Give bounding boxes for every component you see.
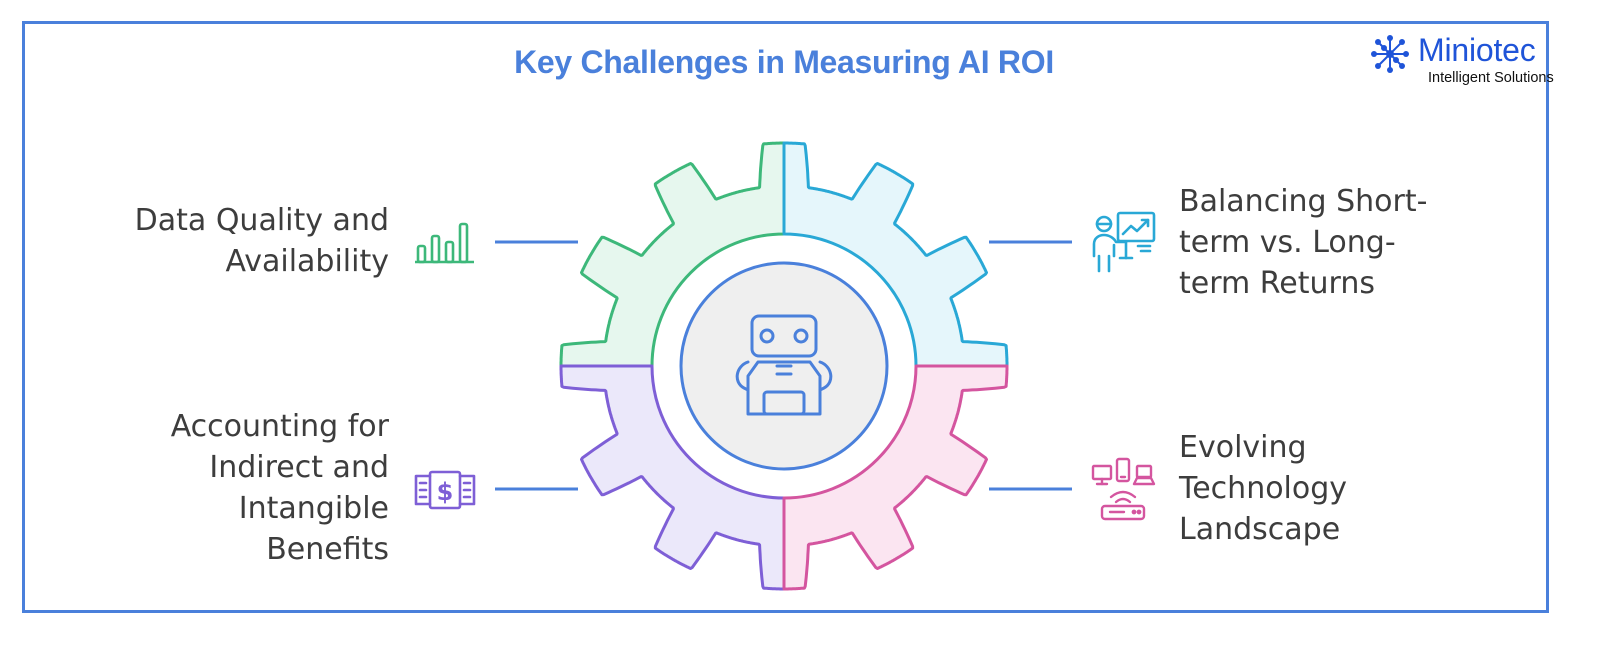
- challenge-line: Availability: [225, 244, 389, 279]
- gear-segment-indirect-benefits: [559, 364, 786, 591]
- challenge-line: Landscape: [1179, 512, 1341, 547]
- money-stack-icon: $: [414, 470, 476, 510]
- bar-chart-icon: [415, 222, 474, 264]
- challenge-label-data-quality: Data Quality and Availability: [135, 200, 389, 282]
- logo-node: [1403, 51, 1409, 57]
- logo-node: [1381, 45, 1387, 51]
- page-title: Key Challenges in Measuring AI ROI: [514, 44, 1054, 80]
- logo-node: [1393, 57, 1399, 63]
- presenter-chart-icon: [1092, 211, 1156, 273]
- challenge-line: Accounting for: [170, 409, 389, 444]
- robot-icon: [735, 314, 833, 416]
- challenge-label-indirect-benefits: Accounting for Indirect and Intangible B…: [171, 406, 389, 570]
- logo-tagline: Intelligent Solutions: [1428, 70, 1554, 86]
- challenge-line: Evolving: [1179, 430, 1307, 465]
- logo-node: [1386, 50, 1394, 58]
- logo-network-icon: [1371, 35, 1409, 73]
- challenge-line: term vs. Long-: [1179, 225, 1396, 260]
- diagram-frame: [22, 21, 1549, 613]
- logo-node: [1387, 67, 1393, 73]
- challenge-label-evolving-technology: Evolving Technology Landscape: [1179, 427, 1347, 550]
- challenge-line: Indirect and: [209, 450, 389, 485]
- gear-segment-data-quality: [559, 141, 786, 368]
- logo-node: [1399, 39, 1405, 45]
- logo-node: [1387, 35, 1393, 41]
- logo-name: Miniotec: [1418, 32, 1536, 68]
- gear-segment-evolving-technology: [782, 364, 1009, 591]
- logo: Miniotec Intelligent Solutions: [1370, 30, 1570, 90]
- challenge-line: Data Quality and: [134, 203, 389, 238]
- devices-network-icon: [1091, 457, 1156, 521]
- svg-text:$: $: [437, 478, 454, 506]
- challenge-label-balancing-returns: Balancing Short- term vs. Long- term Ret…: [1179, 181, 1427, 304]
- logo-node: [1399, 63, 1405, 69]
- logo-node: [1375, 63, 1381, 69]
- challenge-line: Benefits: [266, 532, 389, 567]
- gear-segment-balancing-returns: [782, 141, 1009, 368]
- logo-node: [1375, 39, 1381, 45]
- challenge-line: term Returns: [1179, 266, 1375, 301]
- challenge-line: Balancing Short-: [1179, 184, 1428, 219]
- challenge-line: Intangible: [238, 491, 389, 526]
- challenge-line: Technology: [1179, 471, 1348, 506]
- logo-node: [1371, 51, 1377, 57]
